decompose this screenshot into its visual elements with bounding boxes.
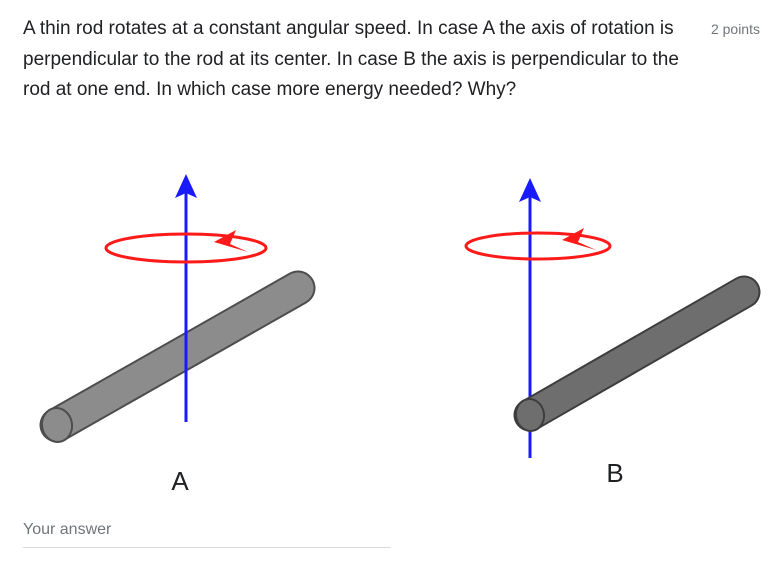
points-label: 2 points (710, 21, 760, 37)
case-a-diagram: A (39, 174, 316, 496)
case-b-diagram: B (464, 178, 761, 488)
axis-a-arrowhead (175, 174, 197, 198)
rotation-arrow-a (104, 230, 268, 264)
answer-field[interactable] (23, 515, 391, 548)
answer-input[interactable] (23, 515, 391, 545)
question-text: A thin rod rotates at a constant angular… (23, 18, 679, 100)
rod-rotation-figure: A B (0, 160, 784, 510)
rod-a (39, 270, 316, 443)
case-b-label: B (606, 458, 623, 488)
axis-b-arrowhead (519, 178, 541, 202)
rotation-arrow-b (464, 228, 612, 261)
rod-b (513, 275, 761, 432)
case-a-label: A (171, 466, 189, 496)
